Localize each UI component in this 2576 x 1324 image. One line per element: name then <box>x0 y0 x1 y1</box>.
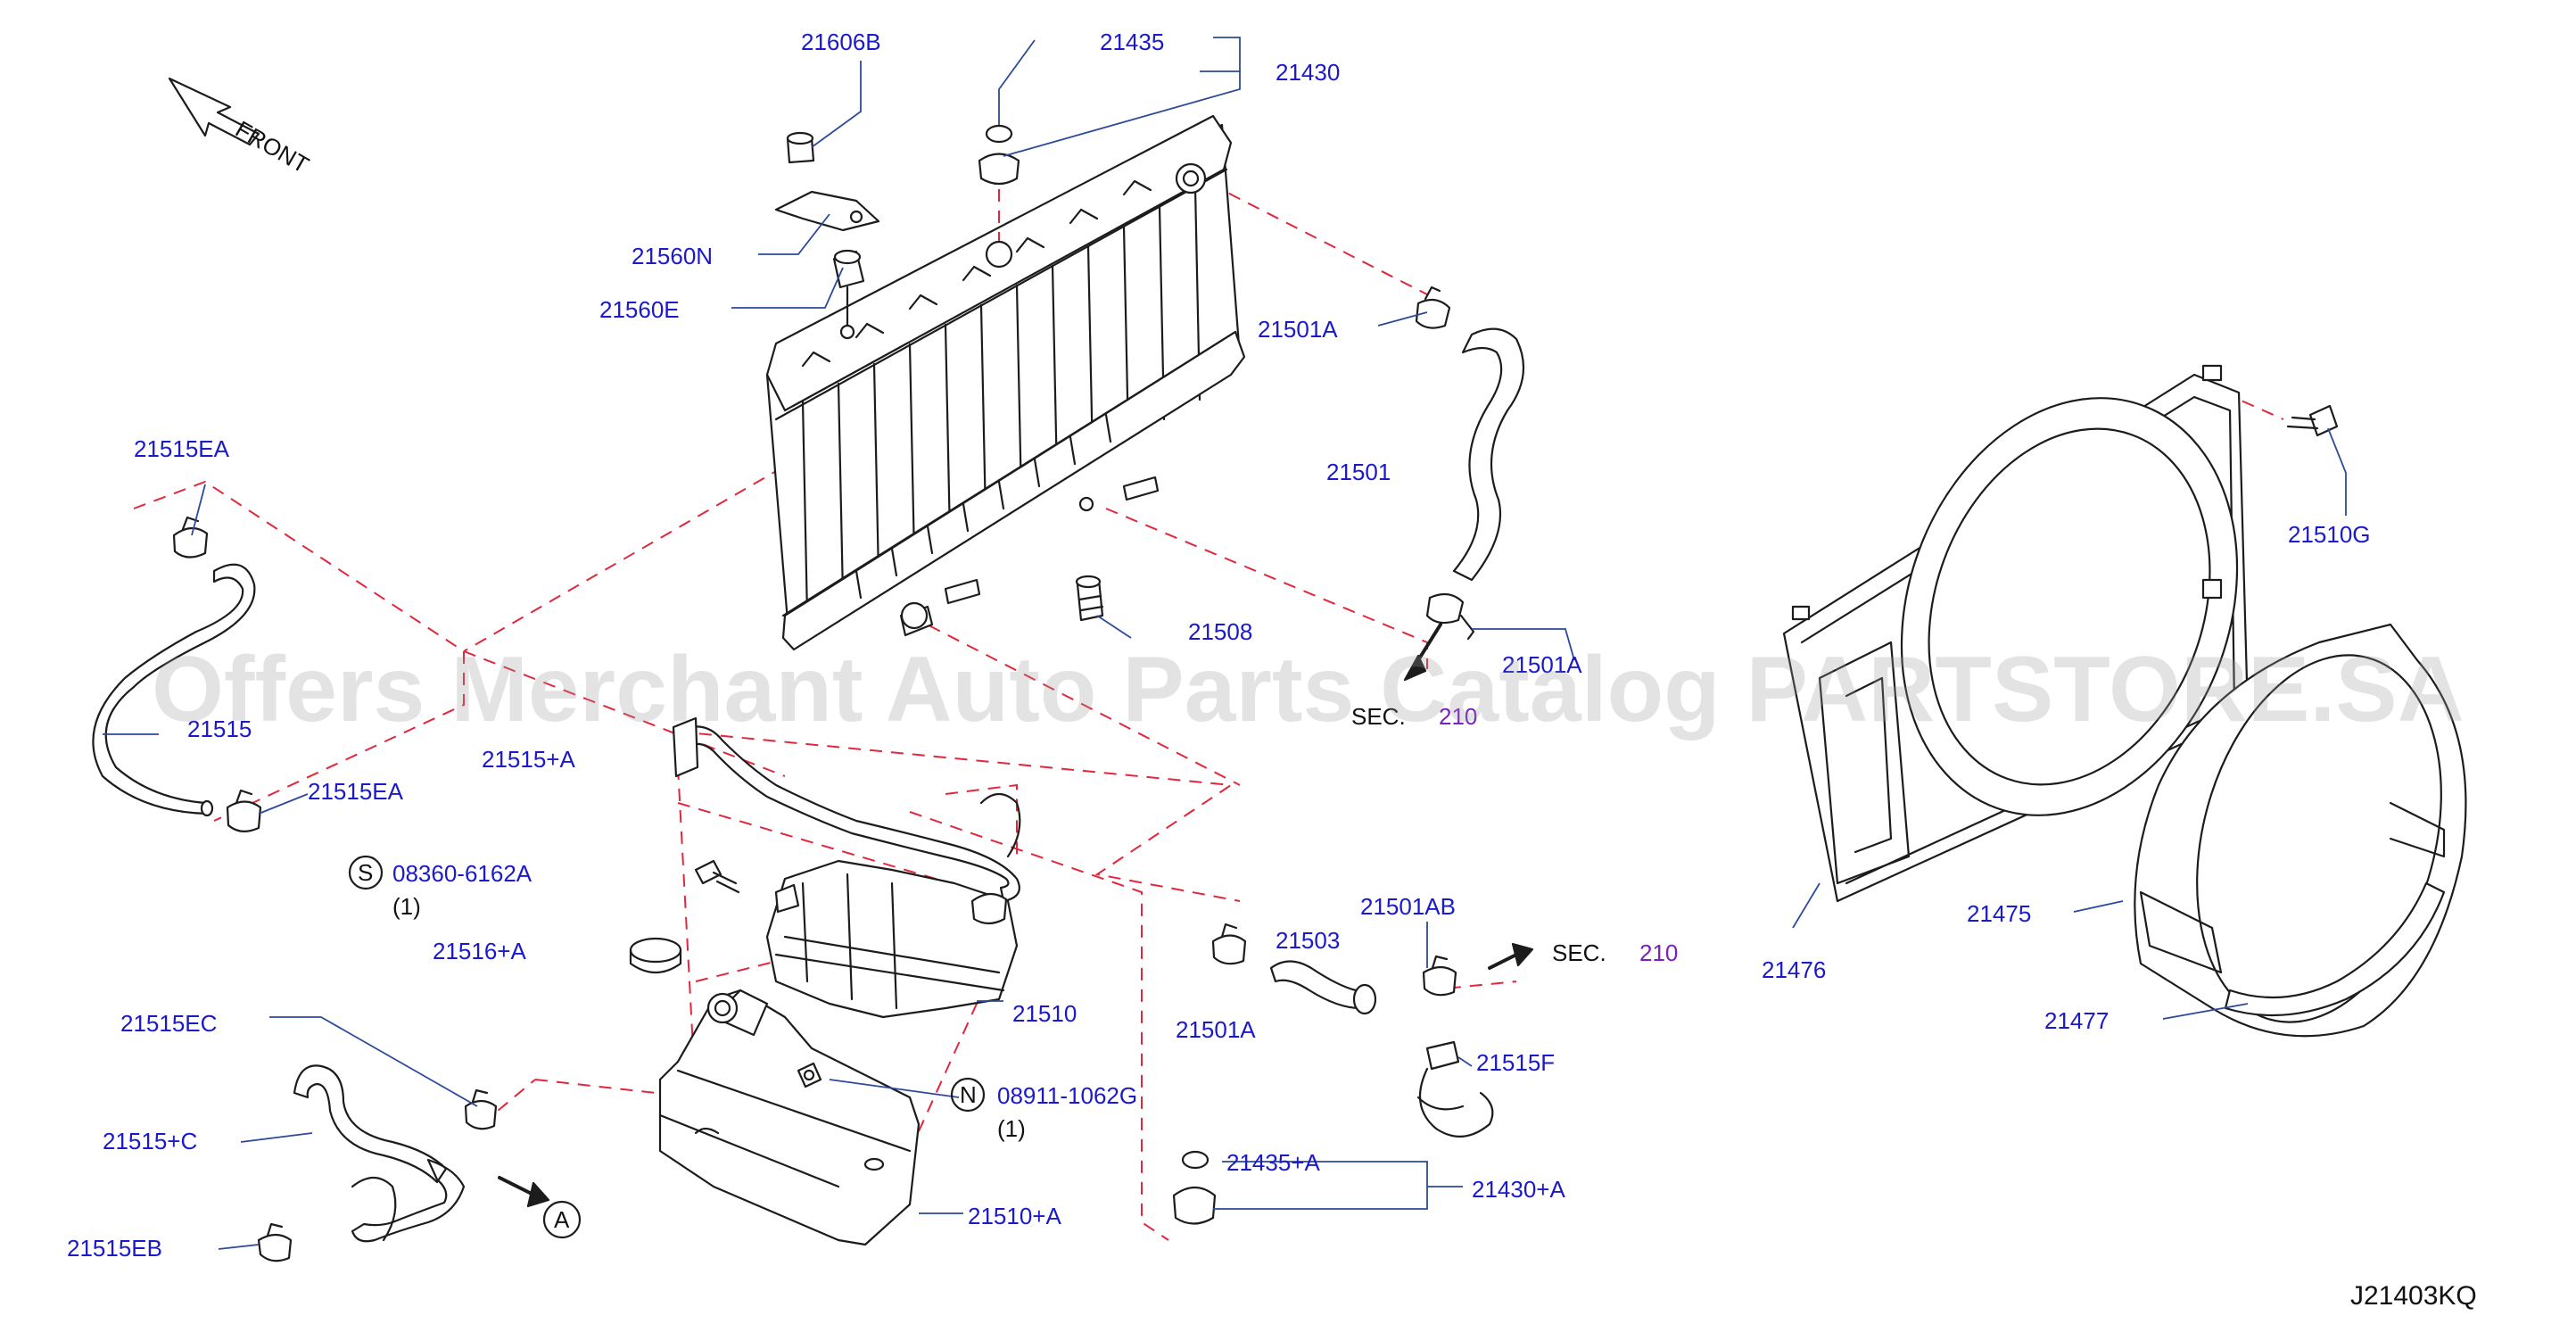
bolt-21510g <box>2286 404 2339 437</box>
radiator-cap-assembly <box>978 124 1020 241</box>
label-21476: 21476 <box>1762 956 1826 983</box>
nut-08911-1062g <box>797 1062 822 1088</box>
sec-right-prefix: SEC. <box>1552 939 1606 966</box>
upper-mount-parts <box>774 131 880 340</box>
circle-markers: S N A <box>348 855 986 1239</box>
mount-bracket-21560n <box>774 190 880 232</box>
label-21515eb: 21515EB <box>67 1235 162 1262</box>
label-21560e: 21560E <box>599 296 680 323</box>
label-08911-qty: (1) <box>997 1115 1026 1142</box>
reservoir-cap-assembly <box>1172 1150 1217 1225</box>
seal-plug-21516a <box>629 937 682 973</box>
label-21515ea-bottom: 21515EA <box>308 778 404 805</box>
hose-clamp-21501a-top <box>1415 298 1451 329</box>
hose-clamp-21515ea-top <box>172 526 209 559</box>
nut-mark-n: N <box>960 1081 977 1108</box>
label-08360-qty: (1) <box>392 893 421 920</box>
sec-upper-prefix: SEC. <box>1351 703 1406 730</box>
label-21515c: 21515+C <box>103 1128 197 1154</box>
radiator-inlet-pipe <box>1175 162 1207 194</box>
overflow-hose-group <box>92 516 262 832</box>
cap-seal-21435 <box>985 124 1013 144</box>
hose-clamp-21515ea-bottom <box>226 800 262 832</box>
hose-clamp-21501a-low <box>1211 934 1247 965</box>
watermark: Offers Merchant Auto Parts Catalog PARTS… <box>152 638 2465 741</box>
fan-ring-21477 <box>2224 881 2446 1017</box>
front-direction-indicator: FRONT <box>168 77 314 178</box>
reservoir-tube-21515a <box>672 716 1021 903</box>
label-21501a-top: 21501A <box>1258 316 1338 343</box>
fan-shroud-21476 <box>1782 364 2250 903</box>
label-21503: 21503 <box>1276 927 1340 954</box>
reservoir-cap-21430a <box>1172 1186 1217 1225</box>
fan-shroud-lower-21475 <box>2134 623 2467 1038</box>
label-21475: 21475 <box>1967 900 2031 927</box>
radiator-cap-21430 <box>978 153 1020 186</box>
label-21501a-low: 21501A <box>1176 1016 1256 1043</box>
sec-upper-number: 210 <box>1439 703 1477 730</box>
cap-seal-21435a <box>1181 1150 1210 1170</box>
sec-right-number: 210 <box>1639 939 1678 966</box>
label-21501a-mid: 21501A <box>1502 651 1582 678</box>
label-21516a: 21516+A <box>433 938 526 964</box>
label-21515: 21515 <box>187 716 252 742</box>
radiator-assembly <box>765 114 1246 651</box>
part-number-labels: 21606B 21435 21430 21560N 21560E 21501A … <box>67 29 2371 1262</box>
label-21515ec: 21515EC <box>120 1010 217 1037</box>
lower-hose-21515c <box>293 1064 448 1184</box>
screw-08360-6162a <box>694 859 740 894</box>
hose-clip-21515f <box>1416 1040 1494 1138</box>
hose-clamp-21501a-mid <box>1425 592 1465 625</box>
label-08911-1062g: 08911-1062G <box>997 1082 1137 1109</box>
bypass-hose-group <box>1211 923 1534 1015</box>
label-21435: 21435 <box>1100 29 1164 55</box>
label-21435a: 21435+A <box>1226 1149 1320 1176</box>
hose-clamp-21501ab <box>1422 965 1457 997</box>
hose-clamp-21515ec <box>464 1099 498 1130</box>
upper-hose-group <box>1403 285 1525 682</box>
label-21560n: 21560N <box>632 243 713 269</box>
label-21515a: 21515+A <box>482 746 575 773</box>
label-21501: 21501 <box>1326 459 1391 485</box>
label-21510: 21510 <box>1012 1000 1077 1027</box>
view-mark-a: A <box>554 1206 570 1233</box>
label-21510a: 21510+A <box>968 1203 1061 1229</box>
reservoir-bracket-21510a <box>658 989 921 1246</box>
label-21430a: 21430+A <box>1472 1176 1565 1203</box>
reservoir-tank-21510 <box>765 859 1019 1019</box>
label-21510g: 21510G <box>2288 521 2371 548</box>
reservoir-cap <box>970 892 1008 925</box>
label-21508: 21508 <box>1188 618 1252 645</box>
radiator-filler-neck <box>985 240 1013 269</box>
label-21515ea-top: 21515EA <box>134 435 230 462</box>
radiator-lower-tank <box>781 330 1246 651</box>
label-21606b: 21606B <box>801 29 881 55</box>
screw-mark-s: S <box>358 859 373 886</box>
label-08360-6162a: 08360-6162A <box>392 860 533 887</box>
front-label: FRONT <box>231 115 314 178</box>
label-21430: 21430 <box>1276 59 1340 86</box>
label-21501ab: 21501AB <box>1360 893 1456 920</box>
front-arrow-icon <box>168 77 260 146</box>
label-21515f: 21515F <box>1476 1049 1555 1076</box>
hose-clamp-21515eb <box>257 1233 293 1262</box>
bypass-hose-21503 <box>1269 960 1362 1010</box>
drain-plug-21508 <box>1075 575 1104 622</box>
drawing-code: J21403KQ <box>2350 1281 2477 1311</box>
upper-hose-21501 <box>1452 327 1525 582</box>
lower-hose-group <box>257 1064 550 1262</box>
leader-lines <box>103 37 2347 1250</box>
label-21477: 21477 <box>2044 1007 2109 1034</box>
